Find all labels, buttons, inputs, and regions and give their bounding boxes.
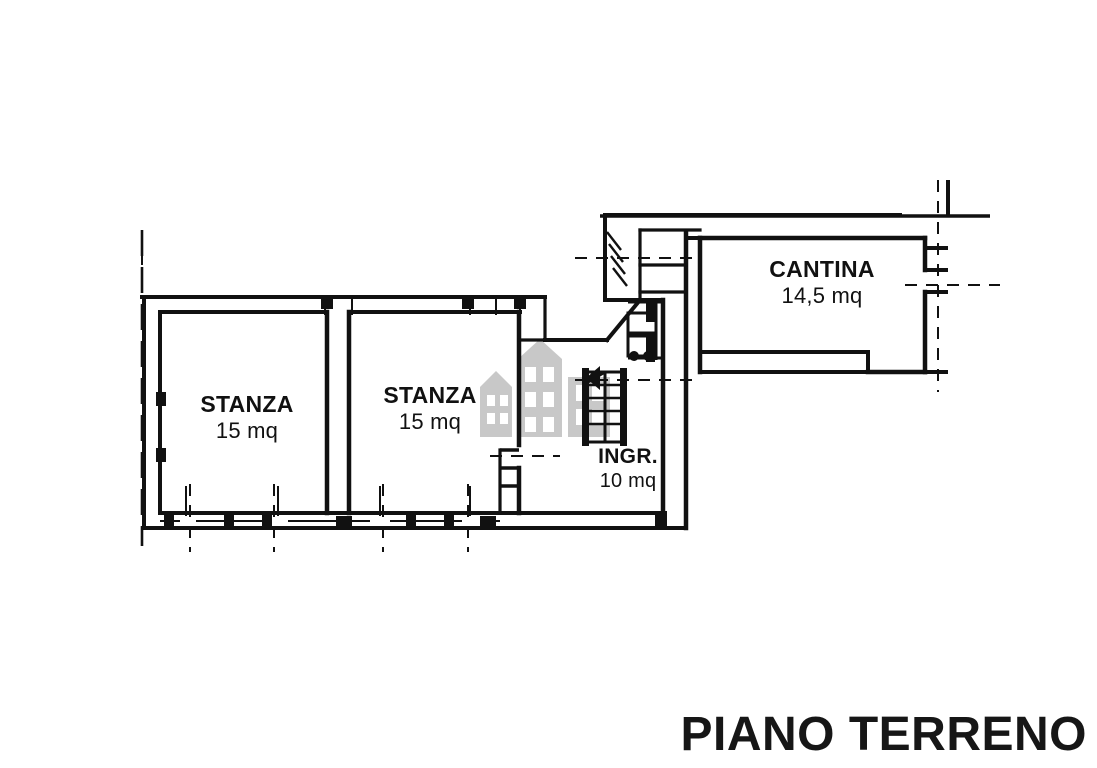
room-label-stanza-2: STANZA 15 mq — [330, 382, 530, 434]
room-label-ingresso: INGR. 10 mq — [548, 445, 708, 492]
opening-centre-lines — [141, 180, 1000, 552]
ingresso-stub-walls — [500, 448, 519, 488]
room-area-cantina: 14,5 mq — [781, 282, 863, 308]
plan-title: PIANO TERRENO — [680, 708, 1087, 761]
room-name-ingresso: INGR. — [598, 445, 658, 468]
room-area-stanza-1: 15 mq — [215, 417, 279, 443]
room-area-stanza-2: 15 mq — [398, 408, 462, 434]
room-name-stanza-1: STANZA — [200, 391, 294, 417]
cantina-exterior-fragments — [925, 180, 950, 374]
staircase-icon — [582, 366, 627, 446]
room-name-cantina: CANTINA — [769, 256, 875, 282]
opening-jambs — [156, 295, 667, 529]
room-label-cantina: CANTINA 14,5 mq — [712, 256, 932, 308]
corridor-hatch — [606, 231, 628, 287]
room-name-stanza-2: STANZA — [383, 382, 477, 408]
room-label-stanza-1: STANZA 15 mq — [132, 391, 362, 443]
room-area-ingresso: 10 mq — [599, 469, 657, 492]
stairwell-posts — [629, 300, 655, 362]
